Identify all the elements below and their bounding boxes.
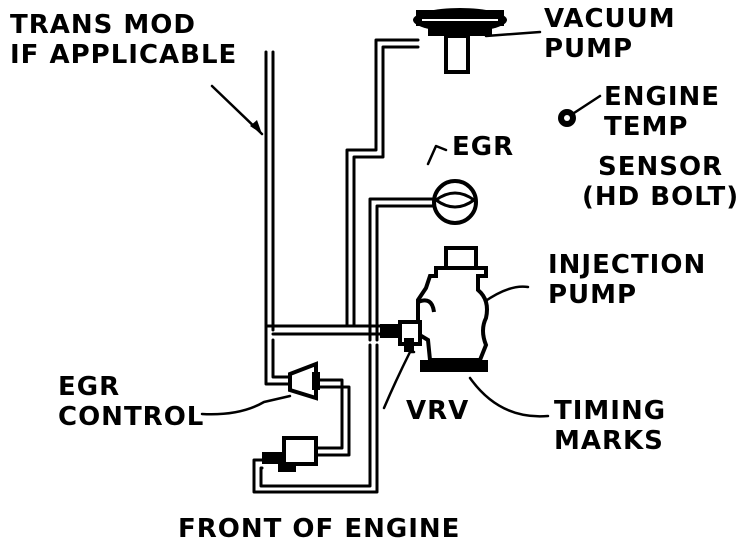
vacuum-pump-label: VACUUM PUMP — [544, 4, 676, 64]
injection-pump-label: INJECTION PUMP — [548, 250, 707, 310]
trans-mod-arrowhead — [250, 120, 262, 134]
vacuum-regulator — [262, 436, 318, 472]
timing-marks-label: TIMING MARKS — [554, 396, 667, 456]
engine-temp-sensor — [558, 109, 576, 127]
front-of-engine-label: FRONT OF ENGINE — [178, 514, 461, 544]
vacuum-pump-hose — [345, 38, 420, 328]
leader-lines — [200, 30, 602, 418]
lower-return-hose — [252, 343, 379, 494]
egr-valve — [432, 179, 478, 225]
trans-mod-hose — [264, 50, 275, 342]
egr-label: EGR — [452, 132, 515, 162]
main-hose-trunk — [264, 324, 402, 336]
egr-control-loop-hose — [316, 378, 351, 457]
timing-marks-plate — [420, 360, 488, 372]
egr-hose — [368, 197, 438, 342]
egr-control-label: EGR CONTROL — [58, 372, 205, 432]
vrv-label: VRV — [406, 396, 470, 426]
engine-temp-label: ENGINE TEMP — [604, 82, 721, 142]
egr-control-upper-hose — [264, 338, 292, 386]
vacuum-pump — [413, 8, 507, 74]
vrv-fitting — [380, 324, 414, 352]
trans-mod-label: TRANS MOD IF APPLICABLE — [10, 10, 238, 70]
egr-control-valve — [288, 361, 320, 401]
sensor-label: SENSOR (HD BOLT) — [582, 152, 740, 212]
